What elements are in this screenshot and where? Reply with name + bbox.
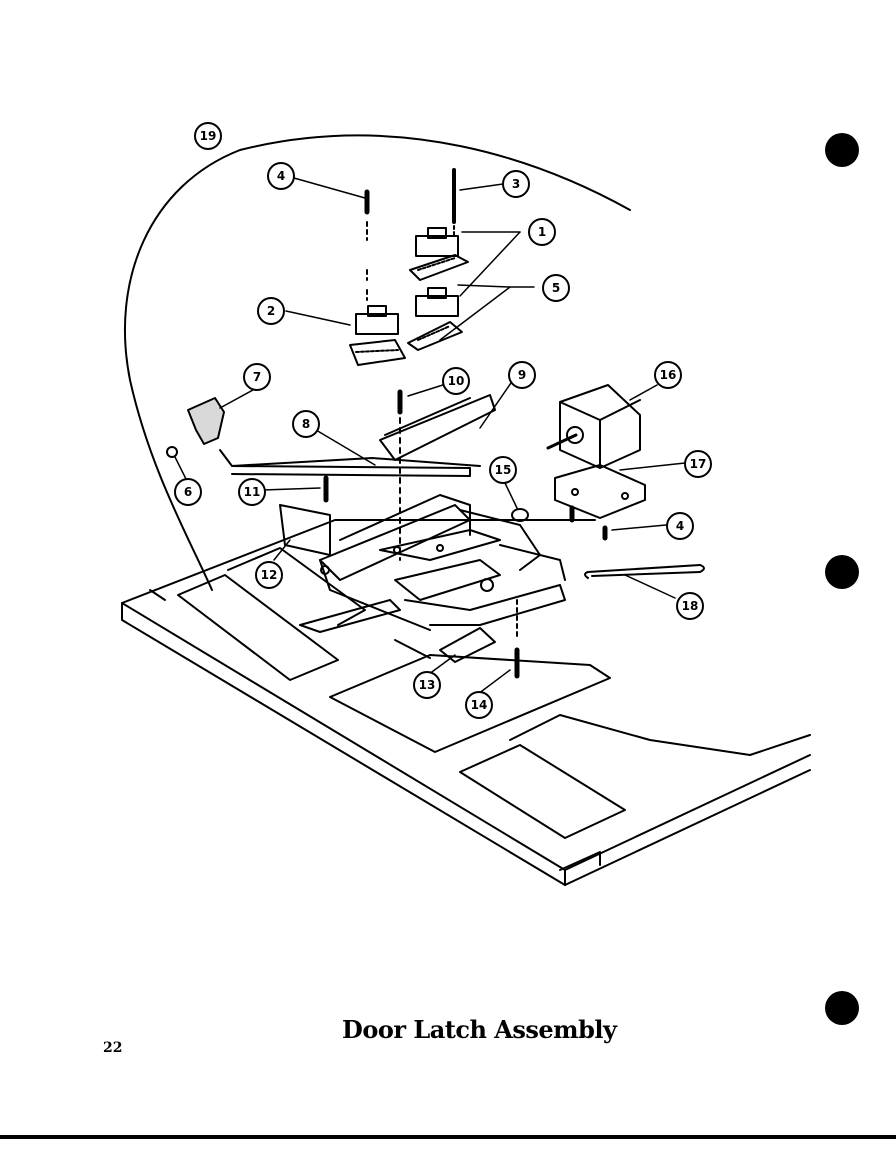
callout-16: 16 [654, 361, 682, 389]
svg-text:3: 3 [512, 177, 520, 191]
svg-text:1: 1 [538, 225, 546, 239]
bracket-17 [554, 464, 646, 519]
callout-10: 10 [442, 367, 470, 395]
callout-12: 12 [255, 561, 283, 589]
callout-8: 8 [292, 410, 320, 438]
nut-15 [511, 508, 529, 522]
latch-plate [299, 494, 566, 663]
svg-text:18: 18 [682, 599, 699, 613]
outline-arc [123, 134, 631, 591]
callout-7: 7 [243, 363, 271, 391]
svg-text:10: 10 [448, 374, 465, 388]
punch-hole [825, 555, 859, 589]
callout-9: 9 [508, 361, 536, 389]
screw-6 [166, 446, 178, 458]
svg-text:7: 7 [253, 370, 261, 384]
callout-11: 11 [238, 478, 266, 506]
svg-text:16: 16 [660, 368, 677, 382]
switch-upper [409, 227, 469, 281]
svg-text:8: 8 [302, 417, 310, 431]
svg-text:13: 13 [419, 678, 436, 692]
solenoid-16 [546, 384, 641, 469]
bracket-9 [379, 394, 496, 461]
leader-lines [174, 177, 686, 695]
punch-hole [825, 133, 859, 167]
scan-edge [0, 1135, 896, 1139]
callout-4-lower: 4 [666, 512, 694, 540]
flange-12 [279, 504, 331, 556]
svg-text:14: 14 [471, 698, 488, 712]
callout-2: 2 [257, 297, 285, 325]
switch-left [349, 305, 406, 366]
callout-4-top: 4 [267, 162, 295, 190]
knob-7 [187, 397, 225, 445]
svg-text:11: 11 [244, 485, 261, 499]
callout-3: 3 [502, 170, 530, 198]
svg-text:12: 12 [261, 568, 278, 582]
callout-18: 18 [676, 592, 704, 620]
svg-text:5: 5 [552, 281, 560, 295]
callout-14: 14 [465, 691, 493, 719]
svg-text:15: 15 [495, 463, 512, 477]
svg-text:19: 19 [200, 129, 217, 143]
callout-15: 15 [489, 456, 517, 484]
callout-19: 19 [194, 122, 222, 150]
svg-text:9: 9 [518, 368, 526, 382]
punch-hole [825, 991, 859, 1025]
svg-text:17: 17 [690, 457, 707, 471]
callout-5: 5 [542, 274, 570, 302]
diagram-title: Door Latch Assembly [342, 1015, 617, 1044]
base-tray [121, 519, 811, 886]
callout-17: 17 [684, 450, 712, 478]
switch-middle [407, 287, 463, 351]
callout-1: 1 [528, 218, 556, 246]
svg-text:4: 4 [676, 519, 684, 533]
spring-18 [587, 564, 701, 577]
page-number: 22 [103, 1040, 123, 1056]
svg-text:4: 4 [277, 169, 285, 183]
svg-text:6: 6 [184, 485, 192, 499]
callout-13: 13 [413, 671, 441, 699]
callout-6: 6 [174, 478, 202, 506]
svg-text:2: 2 [267, 304, 275, 318]
lever-arm-8 [219, 449, 471, 477]
